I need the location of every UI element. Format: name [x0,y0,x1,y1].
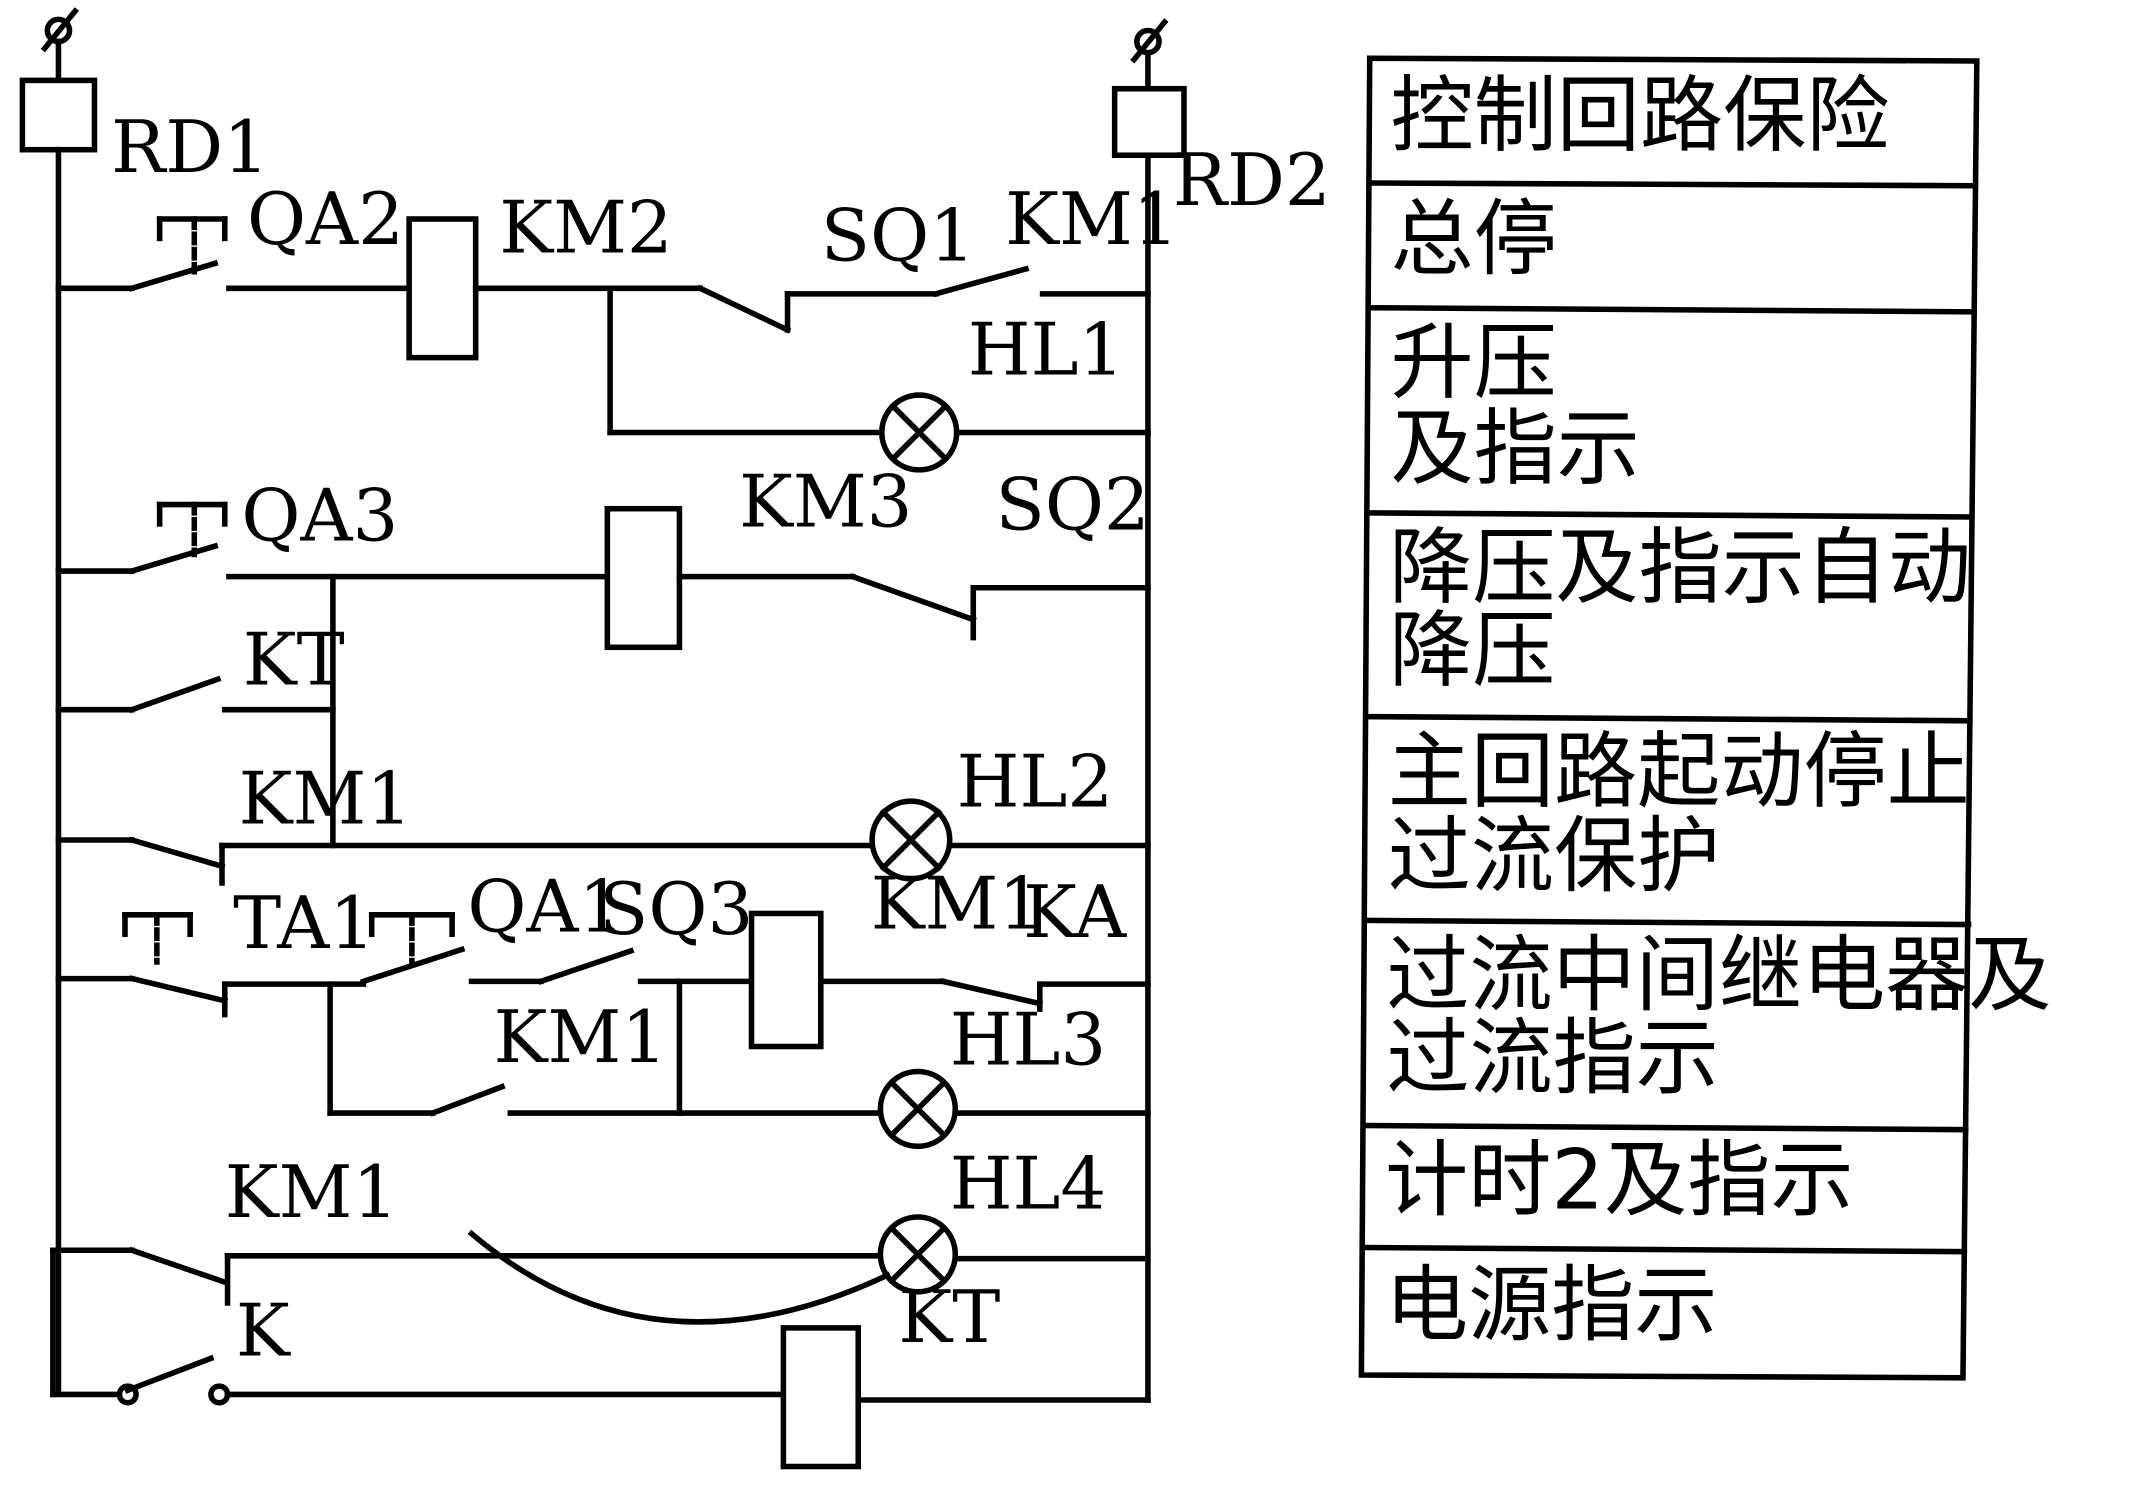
switch-sq2-label: SQ2 [995,462,1149,546]
legend-row-2-line1: 升压 [1390,314,1556,411]
left-bus [19,7,98,1394]
contact-km1-top-label: KM1 [1005,177,1178,261]
switch-k-label: K [236,1289,291,1373]
fuse-rd1 [19,77,98,153]
legend-row-5-line2: 过流指示 [1386,1010,1719,1107]
fuse-rd1-label: RD1 [111,105,269,189]
switch-sq1-label: SQ1 [821,194,975,278]
lamp-hl2 [869,798,953,882]
contact-km1-c [128,1246,229,1286]
switch-k-contact [124,1354,215,1394]
rung-2 [55,501,1151,849]
legend-row-6: 计时2及指示 [1385,1132,1854,1229]
legend-row-3-line2: 降压 [1389,602,1555,699]
lamp-hl1-label: HL1 [968,307,1125,391]
legend-row-1: 总停 [1390,191,1556,288]
contact-kt [128,675,222,714]
contact-km1-b-label: KM1 [494,995,667,1079]
coil-km3-label: KM3 [739,460,912,544]
button-ta1-label: TA1 [233,881,375,965]
switch-sq3-contact [537,947,635,985]
button-qa3-label: QA3 [241,474,398,558]
rung-6 [50,1325,1151,1470]
coil-km2 [406,216,479,361]
lamp-hl3-label: HL3 [950,998,1107,1082]
legend-row-5-line1: 过流中间继电器及 [1386,927,2051,1024]
legend-row-1-line1: 总停 [1390,191,1556,288]
coil-kt-label: KT [898,1275,1000,1359]
button-qa2-label: QA2 [247,177,404,261]
button-ta1-contact [128,975,229,1005]
legend-row-3-line1: 降压及指示自动 [1389,519,1971,616]
contact-km1-a-label: KM1 [239,756,412,840]
legend-row-0: 控制回路保险 [1390,67,1889,164]
legend-table [1358,55,1980,1381]
contact-km1-top [932,265,1030,298]
coil-km2-label: KM2 [499,185,672,269]
switch-sq1-contact [696,284,792,334]
contact-ka [939,978,1044,1007]
legend-row-7: 电源指示 [1385,1256,1718,1353]
legend-row-4-line2: 过流保护 [1388,807,1721,904]
button-qa1-label: QA1 [467,864,624,948]
right-bus [1111,18,1187,1403]
coil-km1 [748,910,824,1050]
lamp-hl1 [879,392,960,473]
contact-kt-label: KT [243,618,345,702]
contact-km1-b [429,1083,506,1117]
rung-3 [55,836,1151,886]
contact-ka-label: KA [1023,870,1127,954]
legend-row-2: 升压 及指示 [1390,314,1639,497]
legend-row-2-line2: 及指示 [1390,400,1639,497]
legend-row-4: 主回路起动停止 过流保护 [1388,723,1970,905]
fuse-rd2-label: RD2 [1173,138,1331,222]
contact-km1-a [128,836,226,870]
button-qa2-contact [128,259,219,292]
switch-sq2-contact [849,573,977,624]
lamp-hl4-label: HL4 [950,1142,1107,1226]
rung-5 [50,1229,1146,1398]
lamp-hl2-label: HL2 [957,740,1114,824]
timing-curve [467,1229,892,1325]
rung-4 [55,910,1151,1117]
rung-1 [55,216,1151,436]
button-qa3-contact [128,542,219,575]
coil-km1-label: KM1 [871,862,1044,946]
legend-row-7-line1: 电源指示 [1385,1256,1718,1353]
button-qa1-contact [359,945,466,985]
legend-row-3: 降压及指示自动 降压 [1389,519,1971,699]
legend-row-5: 过流中间继电器及 过流指示 [1386,927,2051,1107]
switch-sq3-label: SQ3 [599,867,753,951]
coil-km3 [604,505,683,651]
lamp-hl3 [877,1068,959,1150]
lamp-hl4 [877,1214,959,1295]
legend-row-6-line1: 计时2及指示 [1385,1132,1854,1229]
contact-km1-c-label: KM1 [225,1150,398,1234]
legend-row-4-line1: 主回路起动停止 [1388,723,1970,820]
coil-kt [780,1325,862,1470]
legend-row-0-line1: 控制回路保险 [1390,67,1889,164]
